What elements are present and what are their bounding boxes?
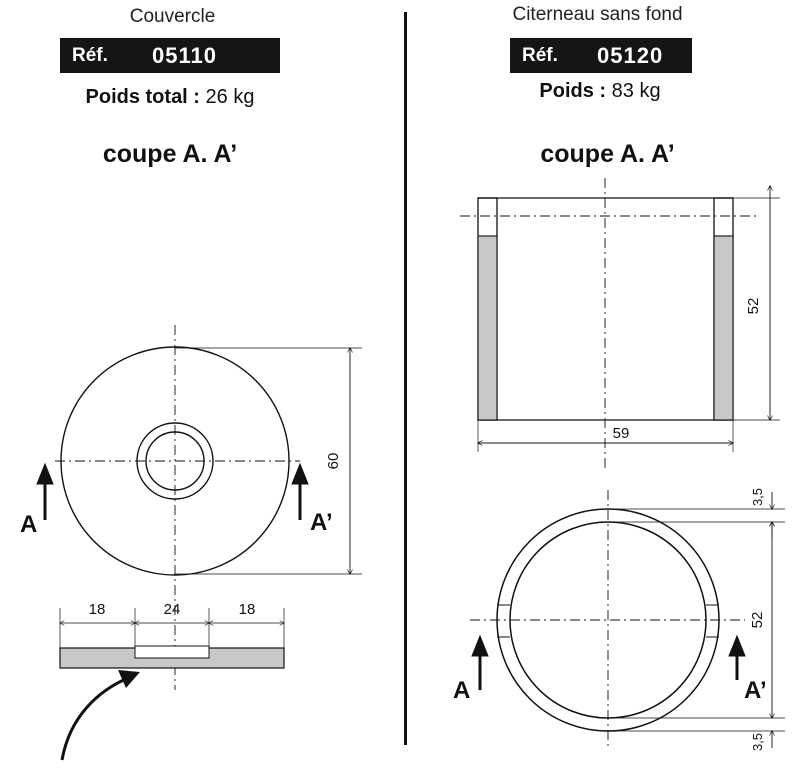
left-ref-label: Réf.: [72, 44, 108, 66]
right-section-title: coupe A. A’: [540, 140, 675, 168]
ring-wall-right-fill: [713, 235, 734, 421]
lid-curved-arrow: [60, 676, 129, 761]
right-ref-bar: Réf. 05120: [510, 38, 692, 73]
left-weight-value: 26 kg: [205, 86, 255, 108]
left-ref-bar: Réf. 05110: [60, 38, 280, 73]
left-title: Couvercle: [129, 6, 216, 27]
lid-dim-60: 60: [325, 453, 342, 470]
right-weight-value: 83 kg: [611, 80, 661, 102]
ring-arrow-a-head: [471, 634, 489, 657]
lid-top-view: [55, 325, 362, 690]
lid-section-view: [59, 608, 285, 761]
ring-dim-52-inner: 52: [749, 612, 766, 629]
ring-dim-52-height: 52: [745, 298, 762, 315]
lid-curved-arrow-head: [118, 670, 140, 688]
right-title: Citerneau sans fond: [512, 4, 683, 25]
ring-wall-left-fill: [477, 235, 498, 421]
lid-arrow-a-head: [36, 462, 54, 485]
ring-section-view: [460, 178, 780, 470]
ring-top-view: [470, 490, 785, 750]
left-weight-label: Poids total :: [85, 86, 200, 108]
left-section-title: coupe A. A’: [102, 140, 238, 168]
ring-mark-a: A: [453, 677, 470, 704]
lid-section-arrows: [36, 462, 309, 520]
ring-mark-a-prime: A’: [744, 677, 767, 704]
lid-mark-a: A: [20, 511, 37, 538]
lid-dim-18-right: 18: [239, 601, 256, 618]
right-ref-label: Réf.: [522, 44, 558, 66]
lid-arrow-a-prime-head: [291, 462, 309, 485]
ring-dim-59: 59: [613, 425, 630, 442]
lid-dim-24: 24: [164, 601, 181, 618]
right-weight: Poids : 83 kg: [500, 80, 700, 103]
left-weight: Poids total : 26 kg: [60, 86, 280, 109]
ring-arrow-a-prime-head: [728, 634, 746, 657]
right-weight-label: Poids :: [539, 80, 607, 102]
lid-dim-18-left: 18: [89, 601, 106, 618]
right-ref-value: 05120: [597, 42, 664, 68]
ring-dim-wall-top: 3,5: [750, 488, 765, 506]
column-separator: [404, 12, 407, 745]
ring-section-arrows: [471, 634, 746, 690]
ring-dim-wall-bottom: 3,5: [750, 733, 765, 751]
lid-mark-a-prime: A’: [310, 509, 333, 536]
left-ref-value: 05110: [152, 42, 217, 68]
lid-section-recess: [134, 645, 210, 659]
